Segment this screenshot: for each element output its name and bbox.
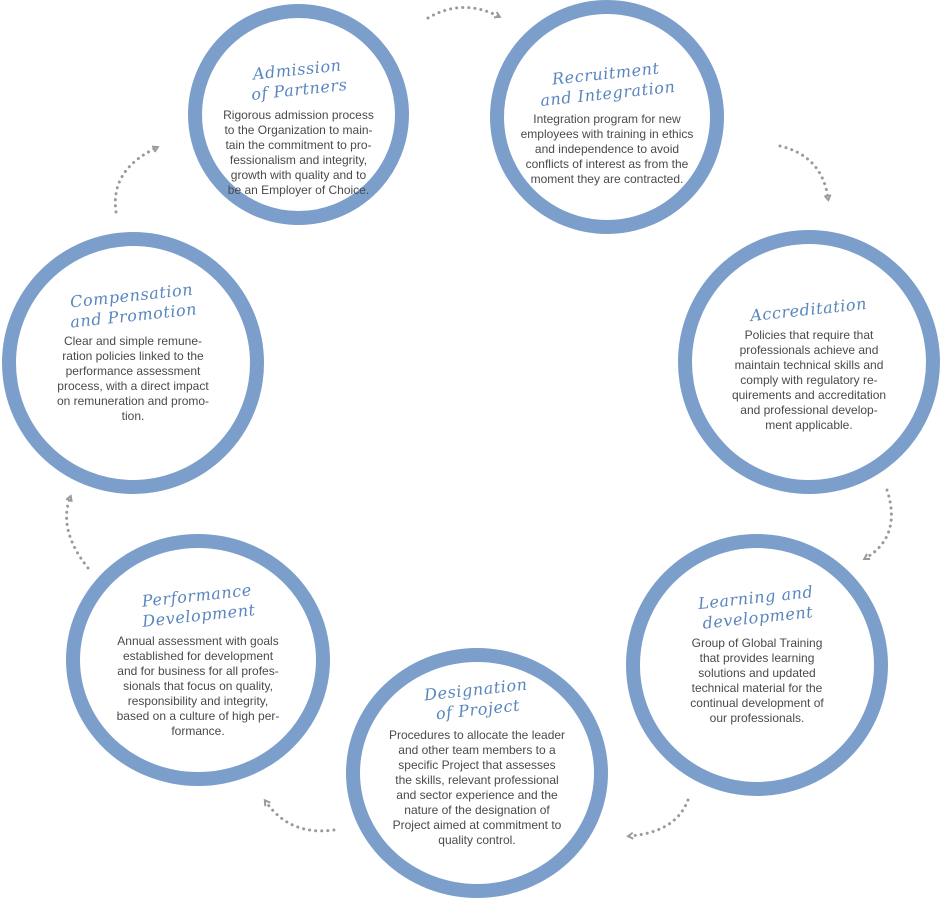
step-performance-development: Performance Development Annual assessmen… — [66, 534, 330, 786]
step-title: Designation of Project — [423, 674, 529, 724]
step-accreditation: Accreditation Policies that require that… — [678, 230, 940, 494]
arrow-recruitment-to-accreditation — [778, 144, 832, 202]
arrow-compensation-to-admission — [113, 145, 160, 214]
step-title: Learning and development — [697, 582, 815, 633]
arrow-admission-to-recruitment — [426, 6, 502, 20]
step-description: Rigorous admission process to the Organi… — [223, 108, 374, 197]
step-title: Compensation and Promotion — [69, 279, 199, 332]
step-description: Clear and simple remune- ration policies… — [56, 334, 210, 423]
arrow-accreditation-to-learning — [862, 488, 893, 561]
step-learning-and-development: Learning and development Group of Global… — [626, 534, 888, 796]
step-description: Procedures to allocate the leader and ot… — [388, 728, 566, 847]
step-description: Integration program for new employees wi… — [520, 112, 694, 186]
arrow-learning-to-designation — [626, 798, 690, 840]
step-description: Policies that require that professionals… — [731, 328, 887, 432]
step-description: Annual assessment with goals established… — [116, 634, 280, 738]
arrow-designation-to-performance — [263, 798, 336, 833]
step-title: Recruitment and Integration — [539, 58, 677, 110]
step-compensation-and-promotion: Compensation and Promotion Clear and sim… — [2, 232, 264, 494]
step-designation-of-project: Designation of Project Procedures to all… — [346, 648, 608, 898]
step-description: Group of Global Training that provides l… — [690, 636, 824, 725]
step-admission-of-partners: Admission of Partners Rigorous admission… — [188, 4, 409, 225]
step-title: Accreditation — [749, 293, 869, 326]
step-title: Admission of Partners — [250, 55, 349, 104]
arrow-performance-to-compensation — [65, 494, 90, 570]
step-recruitment-and-integration: Recruitment and Integration Integration … — [490, 0, 724, 234]
step-title: Performance Development — [140, 580, 257, 631]
